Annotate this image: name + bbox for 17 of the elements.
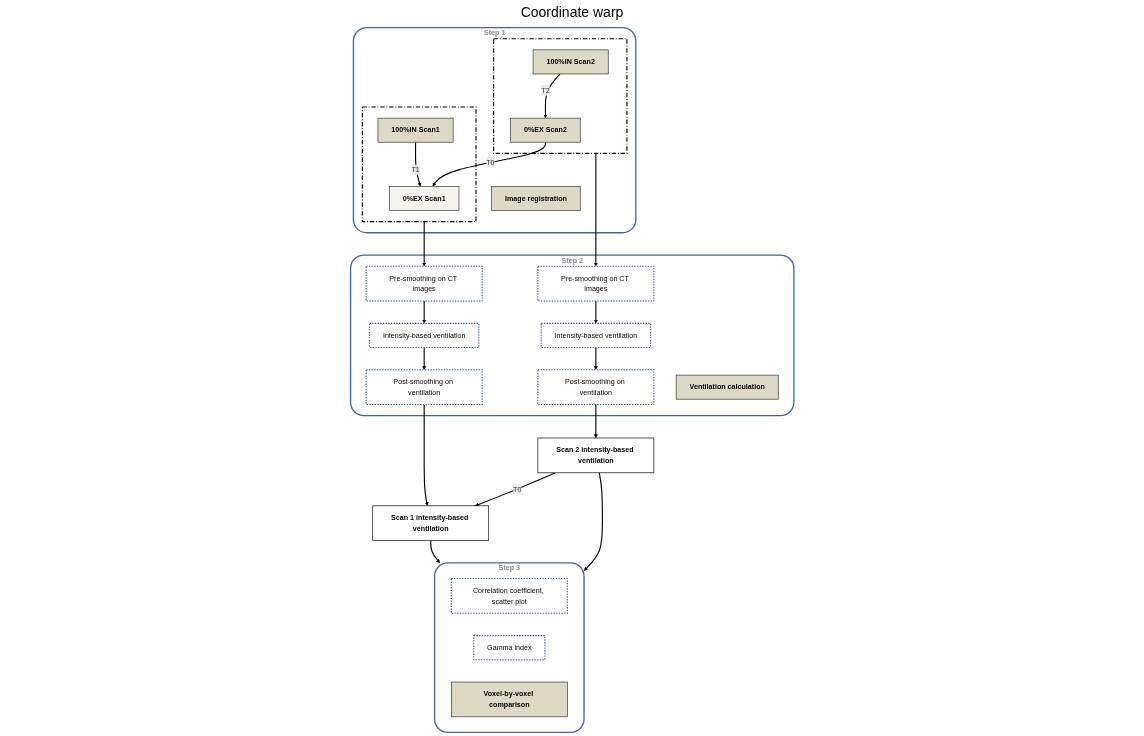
arrow — [414, 141, 422, 187]
arrow — [422, 221, 426, 267]
arrow — [593, 300, 598, 324]
note-text: Coordinate warp — [520, 4, 624, 20]
arrow — [432, 141, 546, 187]
arrow — [543, 73, 561, 119]
arrow — [422, 300, 426, 324]
arrow — [593, 152, 598, 267]
cluster — [361, 106, 477, 223]
arrow — [593, 404, 598, 439]
arrow — [423, 404, 429, 506]
arrow — [593, 346, 598, 370]
arrow — [474, 472, 556, 507]
cluster — [492, 38, 628, 154]
arrow — [583, 472, 603, 571]
arrow — [422, 346, 426, 370]
arrow — [429, 540, 440, 564]
